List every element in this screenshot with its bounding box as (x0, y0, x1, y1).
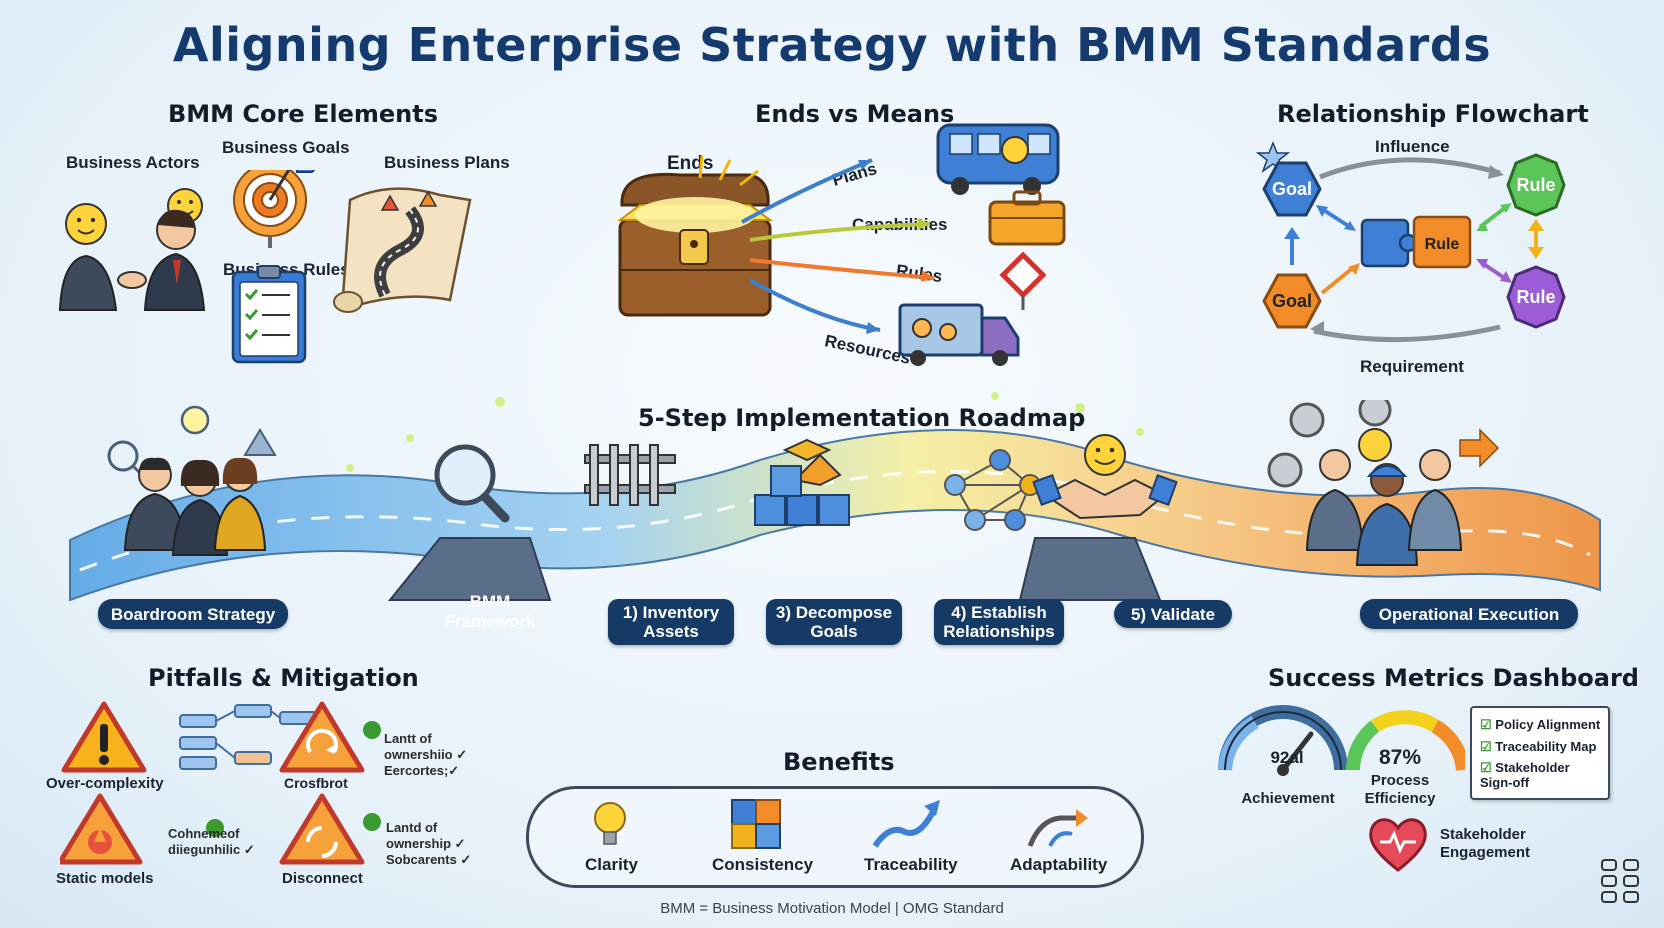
roadmap-heading: 5-Step Implementation Roadmap (638, 404, 1086, 432)
rule-node-bottom-label: Rule (1516, 287, 1555, 307)
benefits-panel (526, 786, 1144, 888)
roadmap-step-5: 5) Validate (1114, 600, 1232, 628)
roadmap-start-label: Boardroom Strategy (98, 599, 288, 629)
goal-node-bottom: Goal (1262, 273, 1322, 329)
roadmap-icons (107, 400, 1500, 566)
business-actors-icon (58, 188, 206, 311)
business-rules-clipboard-icon (231, 265, 307, 364)
rule-node-top-label: Rule (1516, 175, 1555, 195)
roadmap-step-1: 1) Inventory Assets (608, 599, 734, 645)
mitigation-note-1: Lantt of ownershiio ✓ Eercortes;✓ (384, 731, 468, 778)
rule-node-bottom: Rule (1506, 265, 1566, 329)
roadmap-end-label: Operational Execution (1360, 599, 1578, 629)
mitigation-note-3: Lantd of ownership ✓ Sobcarents ✓ (386, 820, 472, 867)
warning-over-complexity-icon (61, 701, 147, 773)
benefits-icons (594, 799, 1088, 849)
warning-disconnect-icon (279, 793, 365, 865)
metrics-heading: Success Metrics Dashboard (1268, 664, 1639, 692)
trend-arrow-icon (872, 800, 940, 848)
gauge1-label: Achievement (1241, 790, 1335, 807)
metrics-checklist: ☑ Policy Alignment ☑ Traceability Map ☑ … (1470, 706, 1610, 800)
operational-team-icon (1267, 400, 1500, 566)
pitfall-disconnect: Disconnect (282, 870, 363, 887)
lightbulb-icon (594, 802, 626, 845)
check-circle-icons (206, 721, 381, 837)
requirement-label: Requirement (1360, 357, 1464, 376)
core-illustrations (58, 170, 472, 364)
actors-label: Business Actors (66, 153, 200, 172)
heart-icon (1369, 818, 1427, 872)
pitfall-crosfbrot: Crosfbrot (284, 775, 348, 791)
flowchart-heading: Relationship Flowchart (1277, 100, 1589, 128)
bus-icon (936, 123, 1060, 195)
roadmap-step-3: 3) Decompose Goals (766, 599, 902, 645)
page-title: Aligning Enterprise Strategy with BMM St… (172, 18, 1492, 72)
cubes-decompose-icon (754, 438, 850, 526)
goal-node-top: Goal (1262, 161, 1322, 217)
checklist-item: ☑ Stakeholder Sign-off (1480, 760, 1570, 790)
benefits-heading: Benefits (783, 748, 895, 776)
flowchart-diagram: Goal Goal Rule Rule Rule (1255, 140, 1566, 343)
ends-means-illustration (617, 123, 1066, 366)
star-icon (1255, 140, 1291, 173)
gauges (1218, 705, 1465, 776)
roadmap-step-4: 4) Establish Relationships (934, 599, 1064, 645)
business-plans-scroll-icon (333, 187, 472, 313)
pitfalls-icons (60, 701, 381, 865)
rule-sign-icon (999, 251, 1047, 310)
fence-inventory-icon (584, 444, 676, 506)
plans-label: Business Plans (384, 153, 510, 172)
core-heading: BMM Core Elements (168, 100, 439, 128)
goals-label: Business Goals (222, 138, 350, 157)
puzzle-pieces-icon: Rule (1360, 215, 1472, 269)
toolbox-icon (988, 190, 1066, 246)
warning-cycle-icon (279, 701, 365, 773)
influence-label: Influence (1375, 137, 1450, 156)
magnifier-icon (434, 444, 510, 523)
network-relationships-icon (944, 449, 1041, 531)
benefit-traceability: Traceability (864, 855, 958, 874)
business-goals-target-icon (233, 170, 316, 248)
gauge2-label: Process Efficiency (1364, 772, 1436, 807)
bmm-logo-icon (1601, 859, 1639, 903)
puzzle-icon (731, 799, 781, 849)
goal-node-top-label: Goal (1272, 179, 1312, 199)
truck-icon (898, 303, 1020, 366)
benefit-consistency: Consistency (712, 855, 814, 874)
rule-node-top: Rule (1506, 153, 1566, 217)
roadmap-framework-label: BMM Framework (444, 592, 536, 631)
engagement-label: Stakeholder Engagement (1440, 826, 1531, 861)
pitfalls-heading: Pitfalls & Mitigation (148, 664, 419, 692)
benefit-clarity: Clarity (585, 855, 638, 874)
footer-note: BMM = Business Motivation Model | OMG St… (660, 900, 1004, 917)
gauge2-value: 87% (1378, 746, 1422, 769)
treasure-chest-icon (617, 155, 773, 317)
handshake-validate-icon (1032, 434, 1178, 520)
road-arrows-icon (1027, 809, 1088, 847)
checklist-item: ☑ Traceability Map (1480, 739, 1597, 754)
rule-node-mid-label: Rule (1425, 236, 1460, 253)
benefit-adaptability: Adaptability (1010, 855, 1108, 874)
goal-node-bottom-label: Goal (1272, 291, 1312, 311)
flow-blocks-icon (179, 704, 317, 770)
gauge-achievement (1218, 705, 1348, 776)
mitigation-note-2: Cohnemeof diiegunhilic ✓ (168, 826, 255, 857)
boardroom-team-icon (107, 405, 277, 556)
pitfall-over-complexity: Over-complexity (46, 775, 164, 792)
ends-means-heading: Ends vs Means (755, 100, 955, 128)
gauge1-value: 92al (1270, 748, 1304, 767)
checklist-item: ☑ Policy Alignment (1480, 717, 1601, 732)
pitfall-static-models: Static models (56, 870, 154, 887)
warning-static-icon (60, 793, 143, 865)
gauge-efficiency (1346, 710, 1465, 771)
